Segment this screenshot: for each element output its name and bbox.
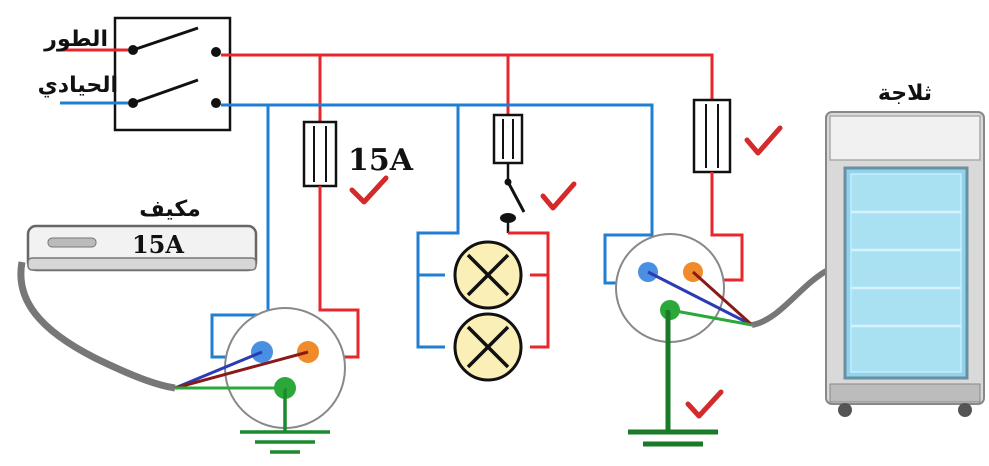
air-conditioner	[26, 224, 258, 272]
lamp-top	[453, 240, 523, 310]
lamp-phase-wire	[508, 231, 550, 349]
fridge-label: ثلاجة	[878, 81, 932, 106]
fuse-rating-label: 15A	[348, 143, 414, 178]
ac-rating-label: 15A	[132, 230, 184, 259]
check-mark-fuse-fridge	[744, 125, 783, 156]
neutral-label: الحيادي	[38, 73, 118, 98]
fuse-socket-circuit	[302, 120, 338, 188]
refrigerator	[825, 111, 985, 417]
lamp-bottom	[453, 312, 523, 382]
phase-label: الطور	[43, 27, 108, 52]
socket2-phase-wire	[708, 172, 744, 282]
ac-cable	[17, 261, 309, 392]
socket-fridge-earth	[628, 310, 718, 447]
check-mark-earth	[685, 389, 724, 419]
fridge-cable	[647, 267, 830, 328]
main-double-pole-switch	[113, 16, 232, 132]
check-mark-fuse-socket	[349, 175, 389, 205]
fuse-fridge-circuit	[692, 98, 732, 174]
ac-label: مكيف	[139, 197, 201, 222]
lamp-switch	[500, 163, 526, 233]
check-mark-lamp-switch	[540, 181, 577, 211]
socket-ac-earth	[240, 388, 330, 454]
phase-bus	[221, 53, 714, 122]
fuse-lamp-circuit	[492, 113, 524, 165]
